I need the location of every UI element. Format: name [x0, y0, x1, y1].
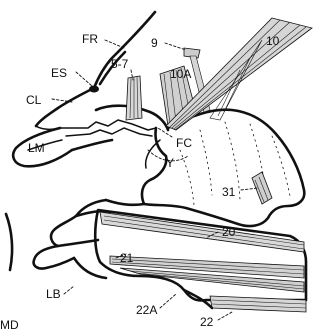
label-9: 9 [151, 36, 158, 50]
pharynx-wall [106, 128, 166, 205]
leader-31 [241, 188, 258, 190]
labium-lower-curve [74, 258, 106, 278]
muscle-10-fibre [175, 27, 306, 130]
mandible-edge [6, 214, 12, 270]
stipple-1 [200, 130, 212, 195]
muscle-22 [210, 296, 306, 312]
label-y: Y [166, 156, 174, 170]
label-22: 22 [200, 315, 214, 329]
tentorial-bar-upper [60, 120, 156, 130]
stipple-5 [180, 150, 194, 205]
leader-fr [105, 40, 124, 48]
label-md: MD [0, 318, 19, 332]
labrum-base [72, 140, 112, 150]
label-lb: LB [46, 287, 61, 301]
label-5-7: 5-7 [111, 57, 129, 71]
label-cl: CL [26, 93, 42, 107]
leader-22 [218, 312, 232, 320]
label-22a: 22A [136, 303, 157, 317]
leader-lb [64, 286, 74, 294]
labium-mid [58, 240, 98, 246]
label-21: 21 [120, 251, 134, 265]
tentorial-bar-lower [66, 128, 152, 136]
leader-9 [165, 43, 186, 50]
label-31: 31 [222, 185, 236, 199]
label-10: 10 [266, 34, 280, 48]
label-10a: 10A [170, 67, 191, 81]
label-lm: LM [28, 141, 45, 155]
leader-22a [160, 294, 176, 308]
label-20: 20 [222, 225, 236, 239]
leader-es [76, 72, 92, 86]
label-es: ES [51, 66, 67, 80]
muscle-20-fibre [104, 216, 304, 245]
stipple-4 [272, 136, 290, 196]
muscle-20 [100, 212, 304, 252]
clypeus-edge [36, 88, 94, 126]
label-fc: FC [176, 136, 192, 150]
label-fr: FR [82, 32, 98, 46]
leader-fc [158, 128, 172, 137]
